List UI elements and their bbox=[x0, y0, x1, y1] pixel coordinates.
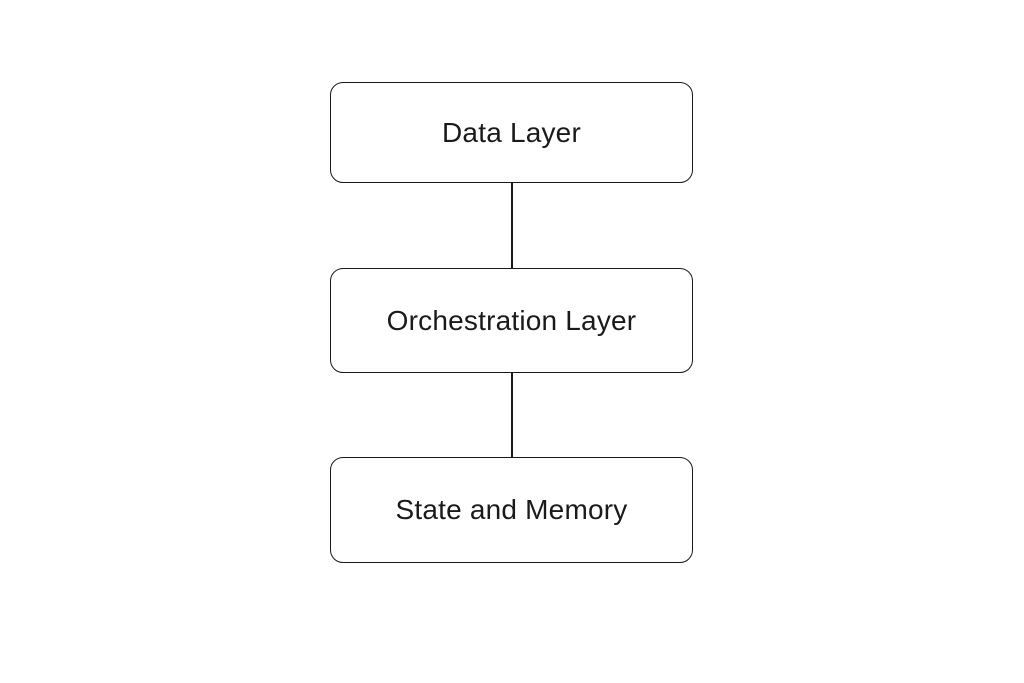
node-label-state-and-memory: State and Memory bbox=[395, 494, 628, 525]
node-label-orchestration-layer: Orchestration Layer bbox=[386, 304, 637, 336]
node-label-data-layer: Data Layer bbox=[442, 116, 581, 148]
diagram-node-orchestration-layer: Orchestration Layer bbox=[330, 268, 693, 373]
connector-data-to-orchestration bbox=[511, 183, 513, 268]
diagram-node-state-and-memory: State and Memory bbox=[330, 457, 693, 563]
diagram-node-data-layer: Data Layer bbox=[330, 82, 693, 183]
connector-orchestration-to-state bbox=[511, 373, 513, 457]
